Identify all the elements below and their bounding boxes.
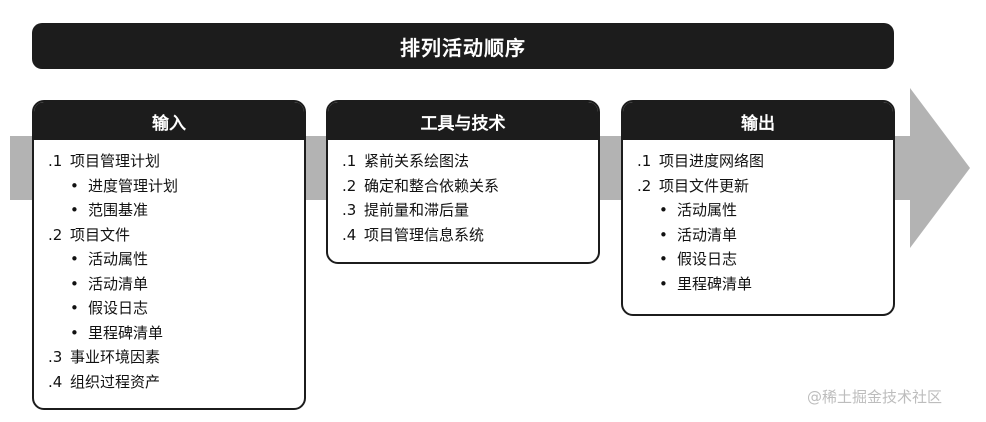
list-item: .3 提前量和滞后量 xyxy=(342,198,598,223)
list-item: .2 项目文件更新 xyxy=(637,174,893,199)
list-item: .1 紧前关系绘图法 xyxy=(342,149,598,174)
sub-item-text: 活动清单 xyxy=(677,225,738,244)
item-number: .2 xyxy=(342,176,357,195)
list-item: .3 事业环境因素 xyxy=(48,345,304,370)
item-number: .4 xyxy=(48,372,63,391)
item-number: .1 xyxy=(342,152,357,170)
sub-item-text: 活动清单 xyxy=(88,274,149,293)
list-item: .2 确定和整合依赖关系 xyxy=(342,174,598,199)
sub-item: • 里程碑清单 xyxy=(48,321,304,346)
sub-item-text: 假设日志 xyxy=(677,250,738,268)
sub-item-text: 里程碑清单 xyxy=(677,274,753,293)
outputs-list: .1 项目进度网络图 .2 项目文件更新 • 活动属性 • 活动清单 • 假设日志 • 里程碑清单 xyxy=(623,140,893,296)
sub-item: • 假设日志 xyxy=(48,296,304,321)
sub-item: • 范围基准 xyxy=(48,198,304,223)
tools-list: .1 紧前关系绘图法 .2 确定和整合依赖关系 .3 提前量和滞后量 .4 项目管理信息系统 xyxy=(328,140,598,247)
sub-item: • 假设日志 xyxy=(637,247,893,272)
item-text: 组织过程资产 xyxy=(70,372,161,391)
process-title: 排列活动顺序 xyxy=(32,23,894,69)
item-text: 项目进度网络图 xyxy=(659,152,765,170)
sub-item: • 活动清单 xyxy=(48,272,304,297)
sub-item-text: 活动属性 xyxy=(677,201,738,219)
sub-item-text: 假设日志 xyxy=(88,299,149,317)
bullet-icon: • xyxy=(70,250,79,268)
list-item: .1 项目管理计划 xyxy=(48,149,304,174)
sub-item: • 里程碑清单 xyxy=(637,272,893,297)
bullet-icon: • xyxy=(70,274,79,293)
list-item: .4 组织过程资产 xyxy=(48,370,304,395)
bullet-icon: • xyxy=(70,323,79,342)
item-number: .3 xyxy=(342,201,357,219)
outputs-header: 输出 xyxy=(623,102,893,140)
watermark: @稀土掘金技术社区 xyxy=(807,388,943,406)
item-text: 确定和整合依赖关系 xyxy=(364,176,500,195)
list-item: .2 项目文件 xyxy=(48,223,304,248)
item-text: 事业环境因素 xyxy=(70,348,161,366)
outputs-box: 输出 .1 项目进度网络图 .2 项目文件更新 • 活动属性 • 活动清单 • 假设日志 • 里程碑清… xyxy=(621,100,895,316)
sub-item-text: 进度管理计划 xyxy=(88,176,179,195)
item-text: 项目文件更新 xyxy=(659,176,750,195)
sub-item: • 活动属性 xyxy=(48,247,304,272)
sub-item-text: 活动属性 xyxy=(88,250,149,268)
sub-item: • 活动清单 xyxy=(637,223,893,248)
tools-box: 工具与技术 .1 紧前关系绘图法 .2 确定和整合依赖关系 .3 提前量和滞后量 .4 项目管… xyxy=(326,100,600,264)
item-number: .4 xyxy=(342,225,357,244)
bullet-icon: • xyxy=(659,250,668,268)
item-number: .2 xyxy=(637,176,652,195)
bullet-icon: • xyxy=(70,176,79,195)
item-text: 项目管理计划 xyxy=(70,152,161,170)
sub-item: • 活动属性 xyxy=(637,198,893,223)
tools-header: 工具与技术 xyxy=(328,102,598,140)
list-item: .4 项目管理信息系统 xyxy=(342,223,598,248)
inputs-list: .1 项目管理计划 • 进度管理计划 • 范围基准 .2 项目文件 • 活动属性 • 活动清单 • 假设日… xyxy=(34,140,304,394)
inputs-header: 输入 xyxy=(34,102,304,140)
item-number: .1 xyxy=(48,152,63,170)
bullet-icon: • xyxy=(659,225,668,244)
item-text: 项目文件 xyxy=(70,225,131,244)
list-item: .1 项目进度网络图 xyxy=(637,149,893,174)
bullet-icon: • xyxy=(659,201,668,219)
item-text: 紧前关系绘图法 xyxy=(364,152,470,170)
item-number: .2 xyxy=(48,225,63,244)
item-number: .1 xyxy=(637,152,652,170)
bullet-icon: • xyxy=(70,299,79,317)
sub-item: • 进度管理计划 xyxy=(48,174,304,199)
bullet-icon: • xyxy=(70,201,79,219)
item-text: 项目管理信息系统 xyxy=(364,225,485,244)
sub-item-text: 范围基准 xyxy=(88,201,149,219)
bullet-icon: • xyxy=(659,274,668,293)
item-number: .3 xyxy=(48,348,63,366)
item-text: 提前量和滞后量 xyxy=(364,201,470,219)
sub-item-text: 里程碑清单 xyxy=(88,323,164,342)
